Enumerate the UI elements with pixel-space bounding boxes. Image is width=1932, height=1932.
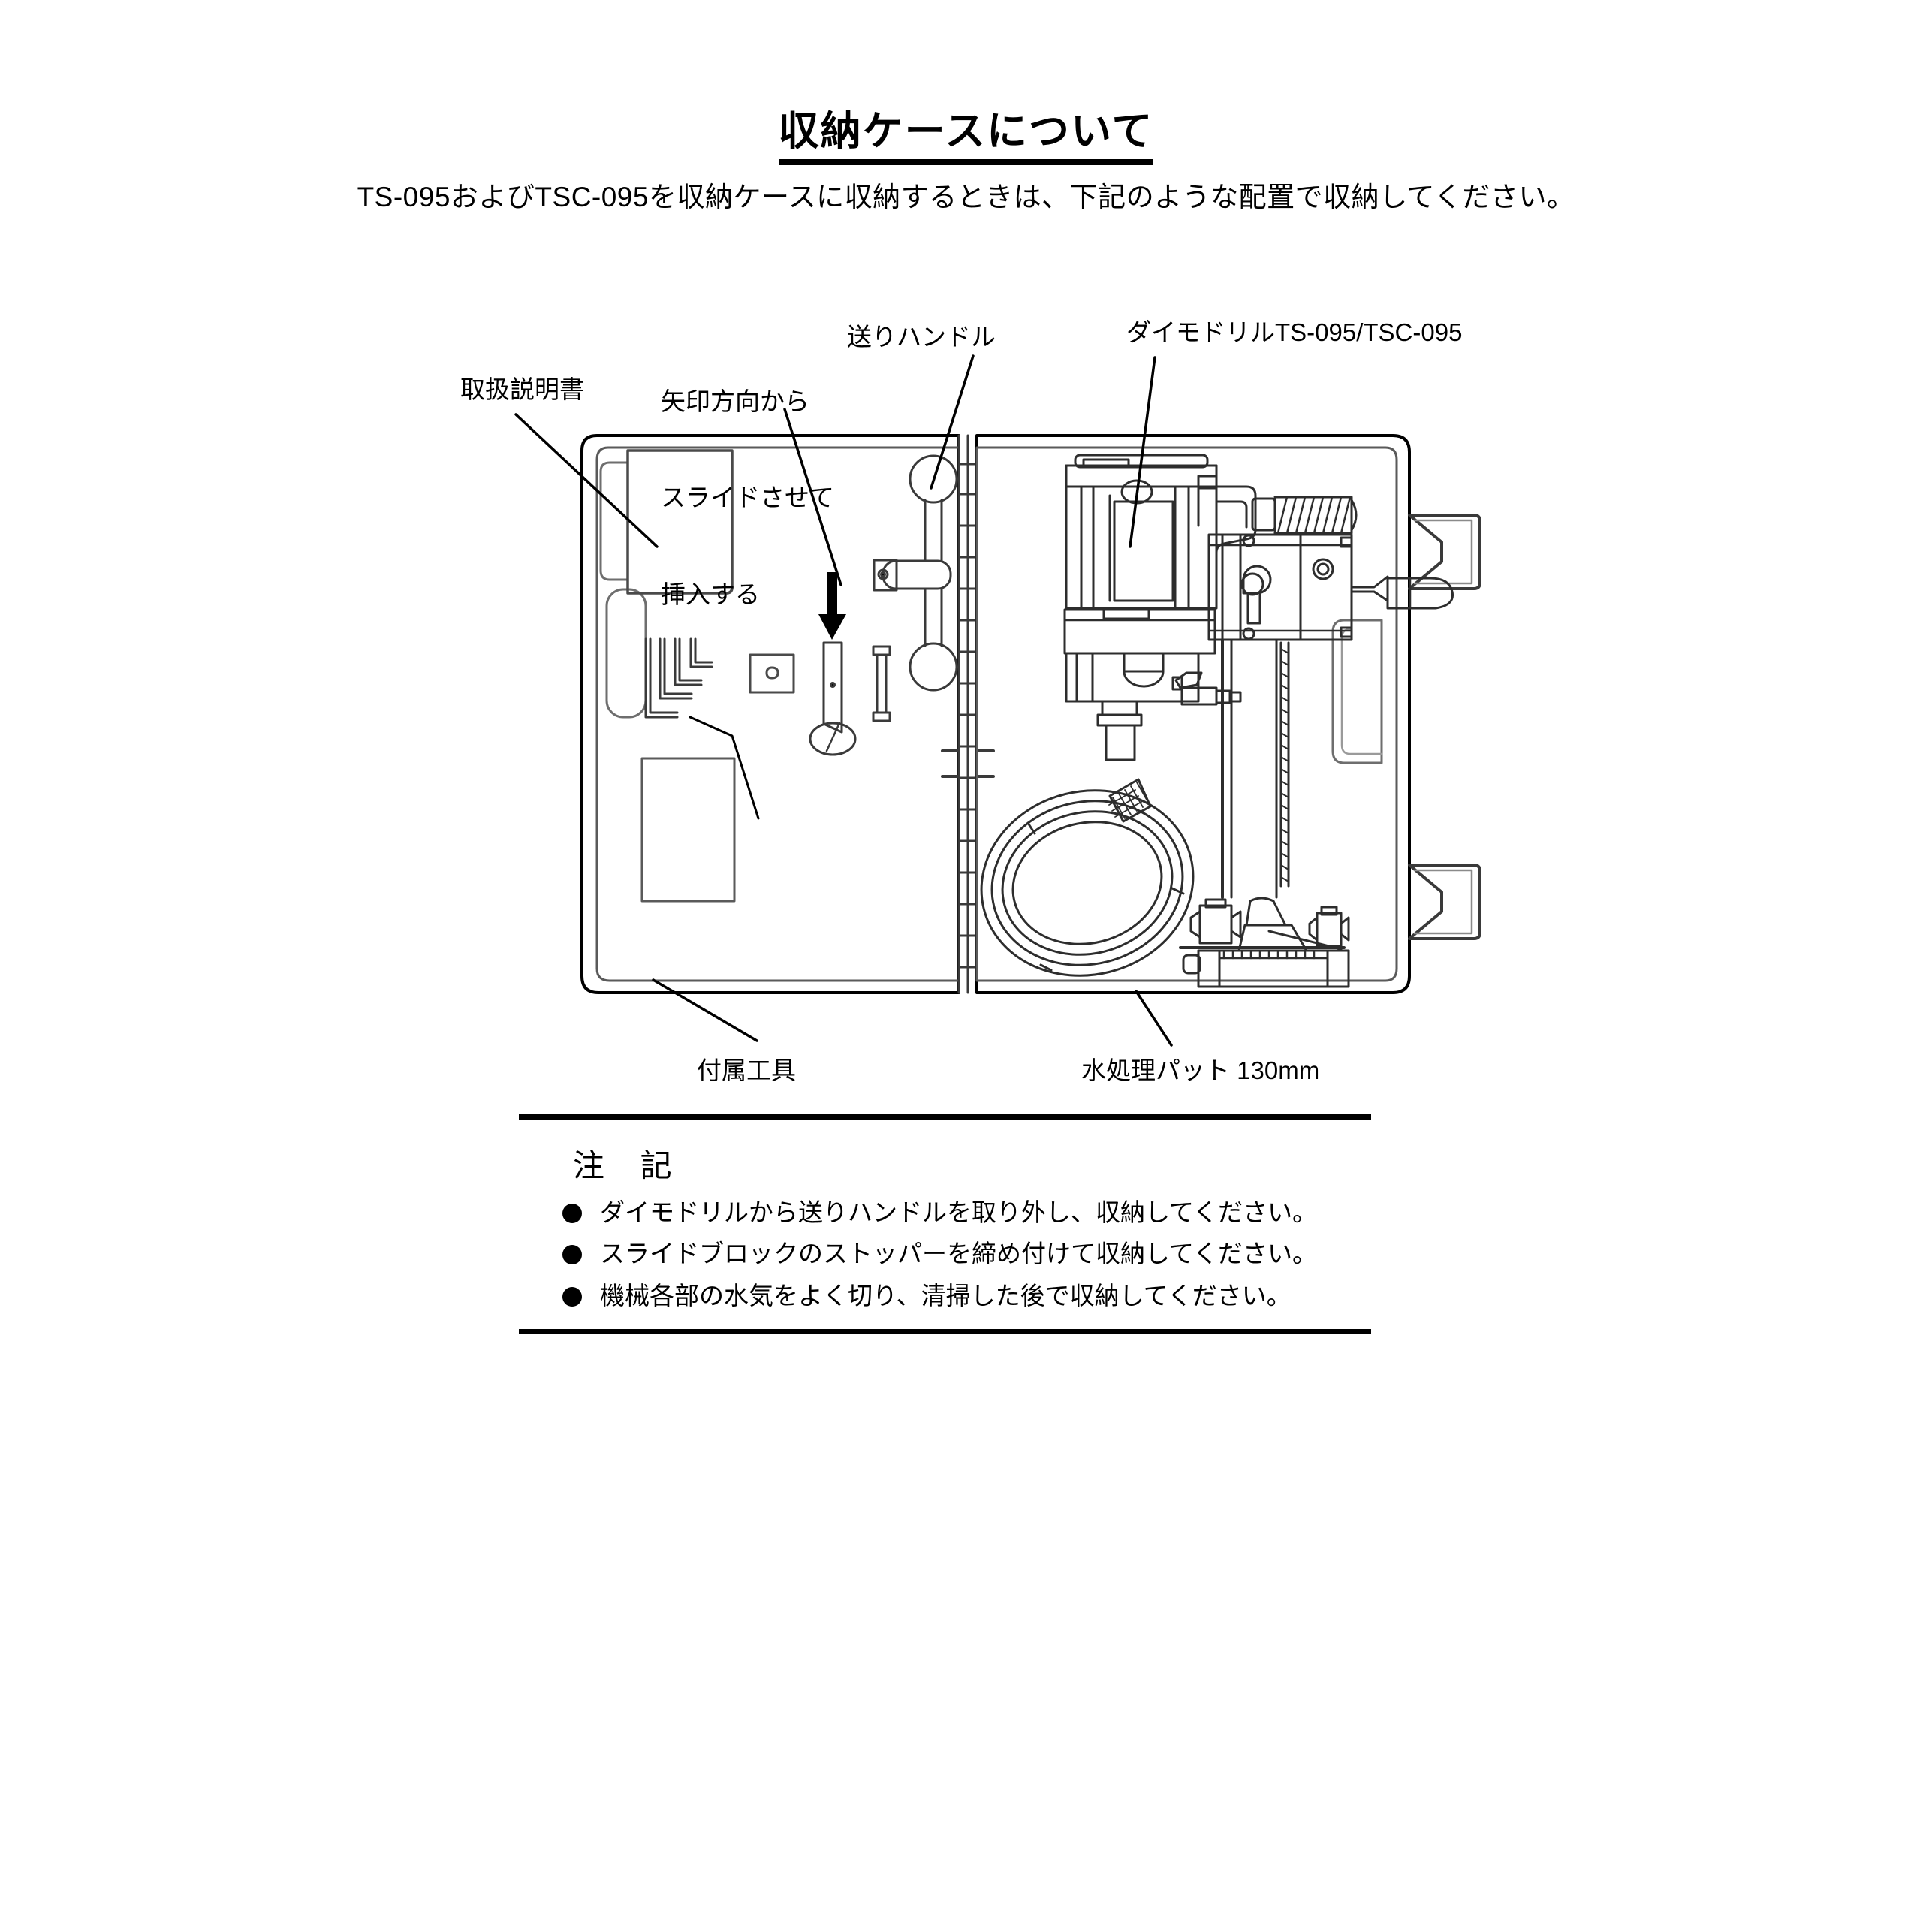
notes-panel: 注 記 ダイモドリルから送りハンドルを取り外し、収納してください。 スライドブロ… xyxy=(519,1114,1371,1334)
leader-feed-handle xyxy=(930,354,975,490)
callout-label-accessory-tools: 付属工具 xyxy=(697,1056,796,1084)
drill-spring-neck xyxy=(1251,496,1358,535)
page-subtitle: TS-095およびTSC-095を収納ケースに収納するときは、下記のような配置で… xyxy=(357,182,1575,212)
leader-slide-insert xyxy=(783,408,842,586)
downward-insert-arrow xyxy=(818,572,846,640)
note-text: スライドブロックのストッパーを締め付けて収納してください。 xyxy=(600,1240,1318,1268)
callout-label-slide-insert: 矢印方向から スライドさせて 挿入する xyxy=(661,321,834,676)
bullet-icon xyxy=(562,1204,582,1223)
case-latch-bottom xyxy=(1408,864,1481,940)
page-title: 収納ケースについて xyxy=(0,111,1932,165)
callout-slide-line1: 矢印方向から xyxy=(661,387,809,415)
coiled-water-hose xyxy=(980,778,1195,977)
note-text: 機械各部の水気をよく切り、清掃した後で収納してください。 xyxy=(600,1281,1292,1310)
instruction-manual-booklet xyxy=(626,449,734,595)
case-hinge xyxy=(941,434,995,994)
drill-side-handle xyxy=(1350,575,1454,610)
case-right-body xyxy=(975,434,1411,994)
small-plate-with-hole xyxy=(749,653,795,694)
drill-rack-rail xyxy=(1279,641,1290,888)
case-left-lid xyxy=(580,434,960,994)
hex-wrench-set xyxy=(644,637,713,719)
case-latch-top xyxy=(1408,514,1481,590)
callout-slide-line2: スライドさせて xyxy=(661,484,834,512)
notes-title: 注 記 xyxy=(573,1148,686,1183)
callout-slide-line3: 挿入する xyxy=(661,580,760,609)
diamond-drill-unit xyxy=(1063,454,1454,988)
leader-drill xyxy=(1129,356,1156,548)
callout-label-feed-handle: 送りハンドル xyxy=(847,323,996,351)
bullet-icon xyxy=(562,1286,582,1307)
note-item: 機械各部の水気をよく切り、清掃した後で収納してください。 xyxy=(562,1280,1371,1311)
leader-water-pad xyxy=(1135,990,1173,1047)
bolt-part xyxy=(872,645,891,722)
accessory-tool-box xyxy=(640,716,760,903)
drill-stand-base xyxy=(1179,897,1350,988)
callout-label-manual: 取扱説明書 xyxy=(460,375,584,403)
note-item: ダイモドリルから送りハンドルを取り外し、収納してください。 xyxy=(562,1197,1371,1228)
case-right-foam-pocket xyxy=(1331,619,1383,764)
carrying-case-diagram xyxy=(514,354,1481,1047)
leader-tools xyxy=(652,978,758,1042)
callout-leader-lines xyxy=(514,354,1173,1047)
callout-label-diamond-drill: ダイモドリルTS-095/TSC-095 xyxy=(1126,318,1463,346)
bullet-icon xyxy=(562,1245,582,1265)
note-item: スライドブロックのストッパーを締め付けて収納してください。 xyxy=(562,1238,1371,1269)
slide-block-part xyxy=(809,641,857,756)
page-title-text: 収納ケースについて xyxy=(778,111,1154,165)
feed-handle-t-bar xyxy=(873,454,958,692)
leader-manual xyxy=(514,413,659,548)
note-text: ダイモドリルから送りハンドルを取り外し、収納してください。 xyxy=(600,1198,1318,1226)
callout-label-water-pad: 水処理パット 130mm xyxy=(1081,1056,1320,1084)
case-illustration-svg xyxy=(514,354,1481,1047)
